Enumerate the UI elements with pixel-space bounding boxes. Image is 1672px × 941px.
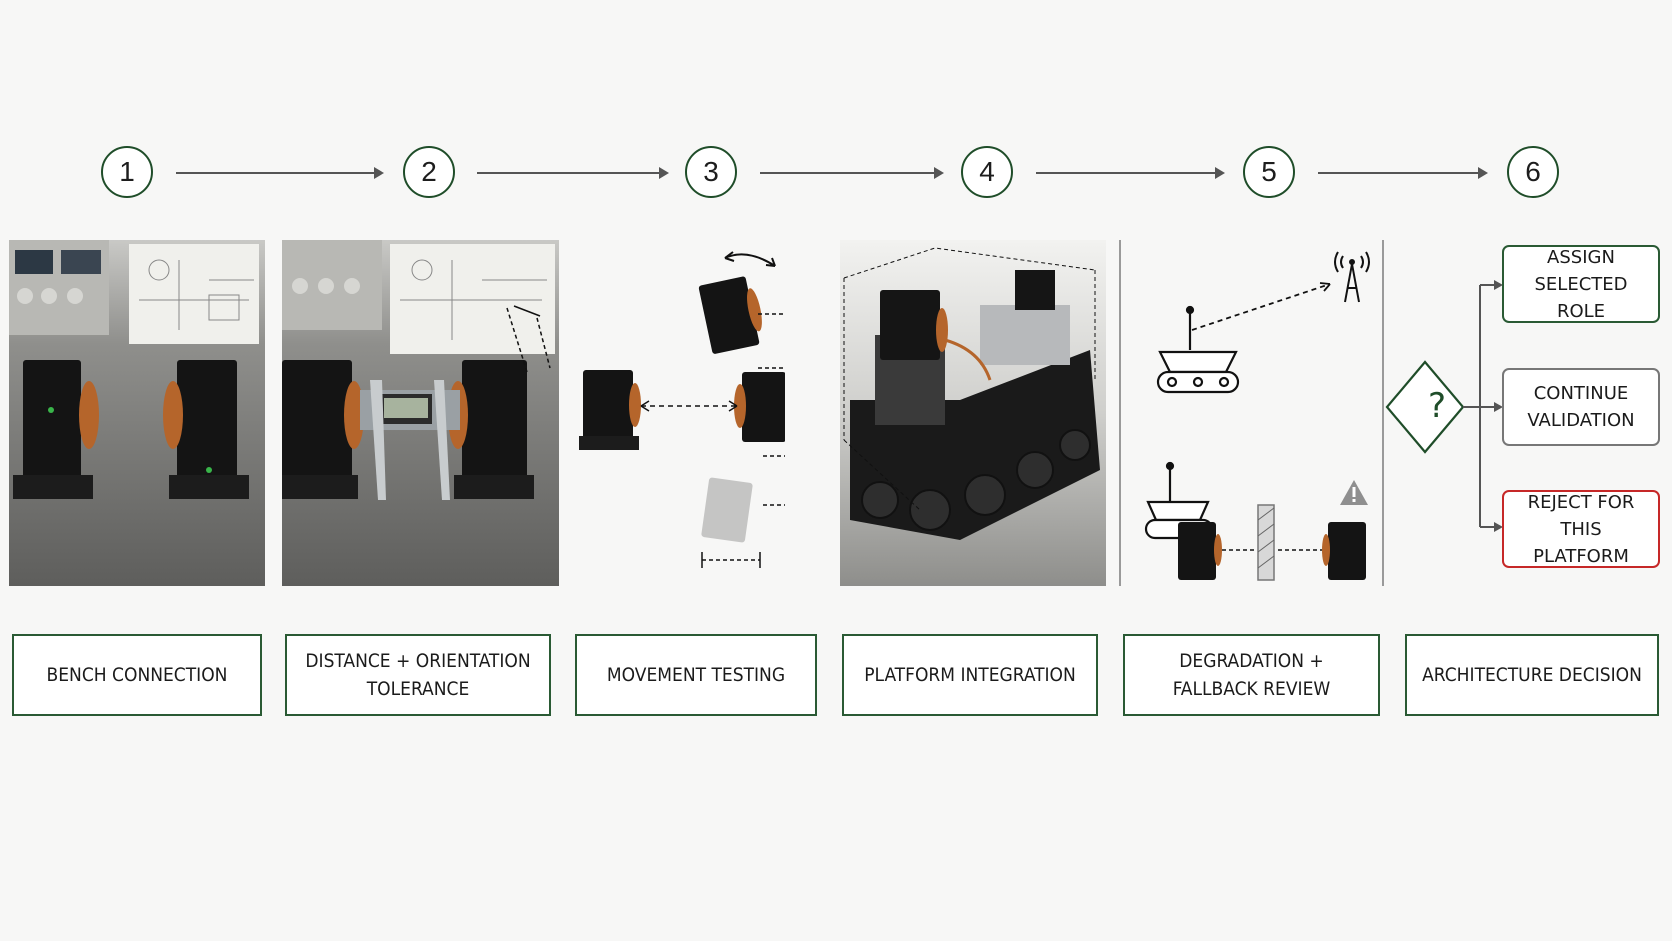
- radio-tower-icon: [1334, 251, 1370, 303]
- step-5-label: DEGRADATION + FALLBACK REVIEW: [1123, 634, 1380, 716]
- step-5-number: 5: [1243, 146, 1295, 198]
- right-module-icon: [163, 360, 249, 499]
- movement-testing-illustration: [575, 240, 785, 586]
- tilted-module-icon: [698, 276, 762, 354]
- ghost-module-icon: [701, 477, 753, 543]
- section-divider: [1382, 240, 1384, 586]
- rover-icon: [1156, 305, 1240, 394]
- degradation-illustration: [1140, 240, 1380, 586]
- step-arrow: [477, 167, 669, 179]
- tracked-rover-icon: [850, 270, 1100, 540]
- assign-selected-role-option: ASSIGN SELECTED ROLE: [1502, 245, 1660, 323]
- distance-tolerance-illustration: [282, 240, 559, 586]
- degradation-graphic: [1144, 251, 1370, 581]
- bench-connection-illustration: [9, 240, 265, 586]
- step-6-number: 6: [1507, 146, 1559, 198]
- step-6-label: ARCHITECTURE DECISION: [1405, 634, 1659, 716]
- step-2-label: DISTANCE + ORIENTATION TOLERANCE: [285, 634, 551, 716]
- platform-integration-illustration: [840, 240, 1106, 586]
- decision-question-mark: ?: [1427, 386, 1447, 426]
- platform-integration-photo: [840, 240, 1106, 586]
- reject-platform-option: REJECT FOR THIS PLATFORM: [1502, 490, 1660, 568]
- step-1-label: BENCH CONNECTION: [12, 634, 262, 716]
- step-arrow: [1036, 167, 1225, 179]
- caliper-icon: [360, 380, 460, 500]
- left-module-icon: [13, 360, 99, 499]
- decision-diagram: [1385, 280, 1503, 532]
- offset-module-icon: [734, 372, 785, 442]
- step-4-number: 4: [961, 146, 1013, 198]
- section-divider: [1119, 240, 1121, 586]
- continue-validation-option: CONTINUE VALIDATION: [1502, 368, 1660, 446]
- step-1-number: 1: [101, 146, 153, 198]
- warning-triangle-icon: [1340, 480, 1368, 505]
- distance-tolerance-photo: [282, 240, 559, 586]
- decision-diamond: [1385, 360, 1465, 454]
- reference-module-icon: [579, 370, 641, 450]
- bench-connection-photo: [9, 240, 265, 586]
- step-2-number: 2: [403, 146, 455, 198]
- step-arrow: [1318, 167, 1488, 179]
- step-3-label: MOVEMENT TESTING: [575, 634, 817, 716]
- step-arrow: [760, 167, 944, 179]
- step-3-number: 3: [685, 146, 737, 198]
- step-4-label: PLATFORM INTEGRATION: [842, 634, 1098, 716]
- step-arrow: [176, 167, 384, 179]
- movement-testing-graphic: [579, 251, 785, 568]
